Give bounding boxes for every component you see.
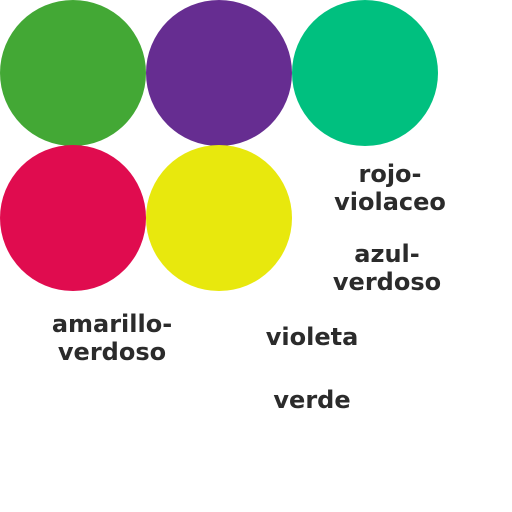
label-amarillo-verdoso[interactable]: amarillo- verdoso (51, 310, 173, 366)
label-violeta[interactable]: violeta (265, 323, 359, 351)
green-circle[interactable] (0, 0, 146, 146)
violet-circle[interactable] (146, 0, 292, 146)
label-rojo-violaceo[interactable]: rojo- violaceo (334, 160, 446, 216)
red-violet-circle[interactable] (0, 145, 146, 291)
label-azul-verdoso[interactable]: azul- verdoso (332, 240, 442, 296)
yellow-green-circle[interactable] (146, 145, 292, 291)
blue-green-circle[interactable] (292, 0, 438, 146)
label-verde[interactable]: verde (273, 386, 351, 414)
